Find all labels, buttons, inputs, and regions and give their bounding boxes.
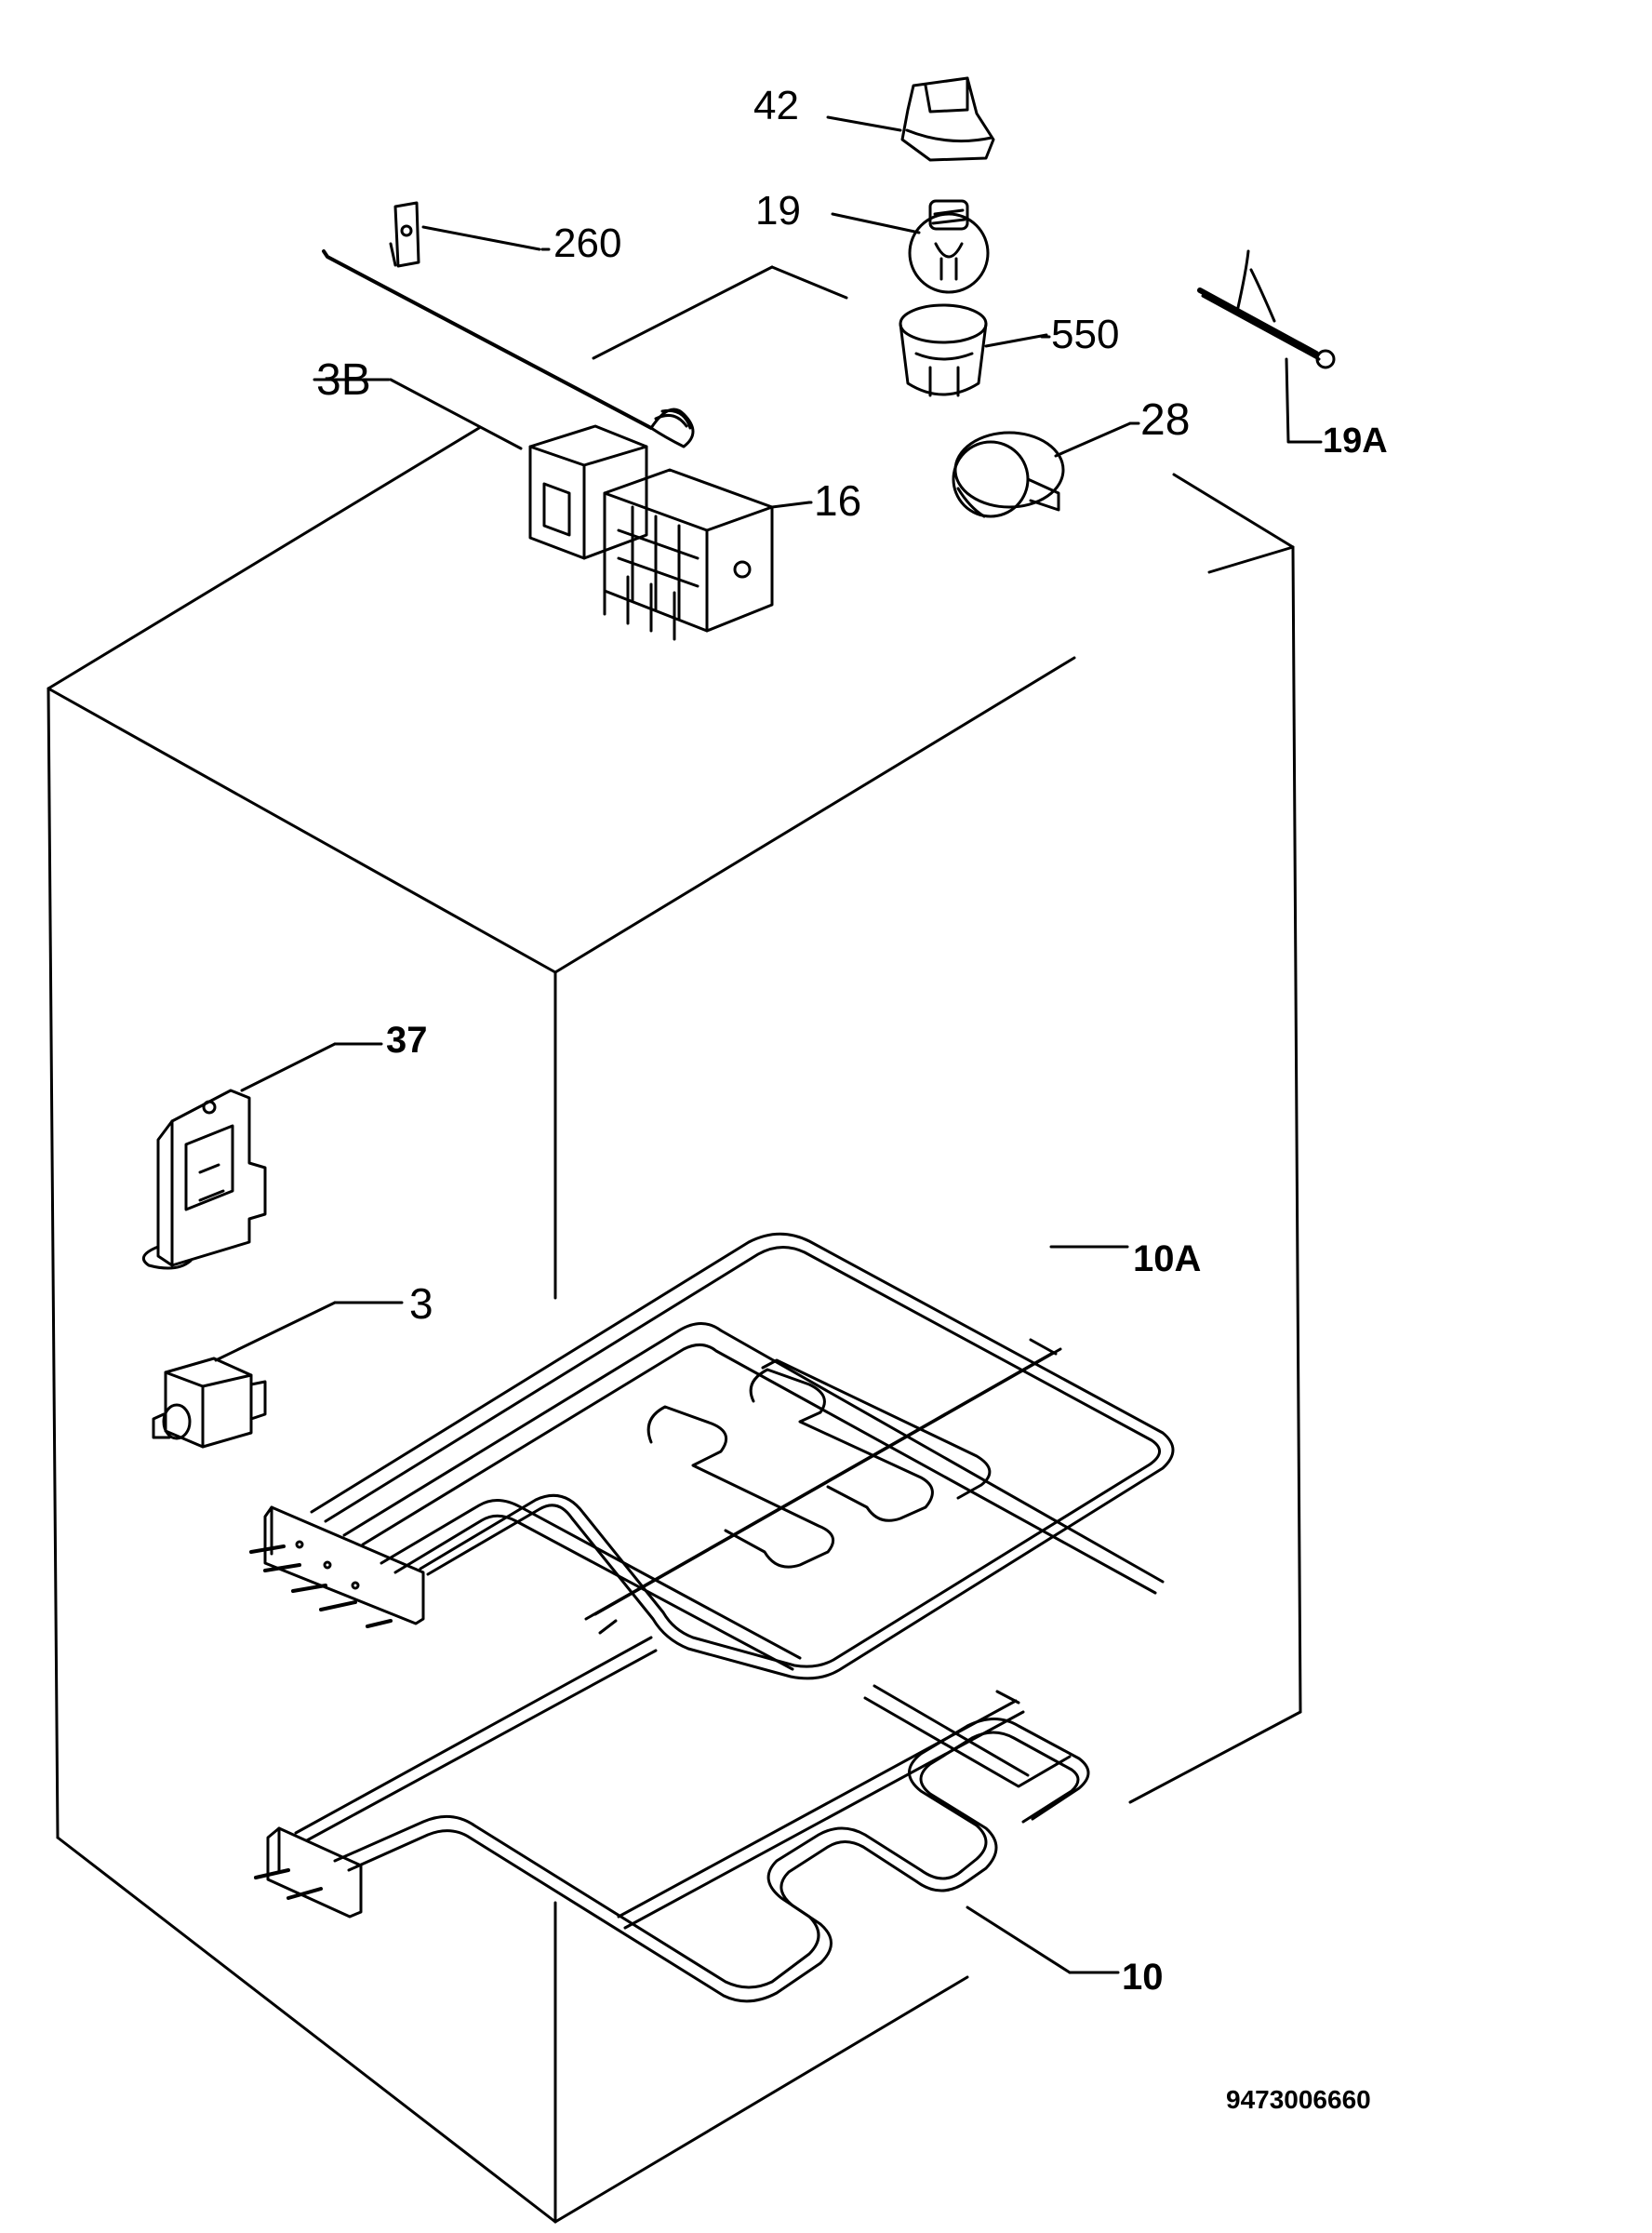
thermostat-body-part — [389, 378, 648, 560]
part-label-3b: 3B — [316, 355, 371, 405]
part-label-16: 16 — [814, 476, 862, 525]
selector-switch-part — [603, 468, 811, 641]
sensor-probe-part — [1197, 249, 1336, 444]
grill-element-part — [249, 1232, 1175, 1680]
part-label-19a: 19A — [1323, 421, 1388, 461]
part-label-260: 260 — [553, 221, 622, 266]
part-label-42: 42 — [753, 83, 799, 128]
door-switch-part — [141, 1042, 337, 1270]
part-label-37: 37 — [386, 1020, 428, 1061]
lamp-cover-part — [899, 303, 1048, 397]
part-label-19: 19 — [755, 188, 801, 234]
bottom-element-part — [254, 1636, 1090, 2003]
thermostat-bracket-part — [322, 201, 695, 448]
lamp-holder-part — [826, 76, 995, 162]
small-switch-part — [152, 1301, 337, 1449]
part-label-10a: 10A — [1133, 1238, 1202, 1279]
rotary-control-part — [952, 421, 1132, 518]
part-label-28: 28 — [1140, 395, 1191, 445]
part-label-3: 3 — [409, 1279, 433, 1328]
lamp-bulb-part — [831, 199, 990, 294]
part-label-550: 550 — [1051, 312, 1120, 357]
part-label-10: 10 — [1122, 1957, 1164, 1998]
oven-cabinet-outline — [47, 265, 1302, 2224]
drawing-reference-number: 9473006660 — [1226, 2085, 1371, 2114]
